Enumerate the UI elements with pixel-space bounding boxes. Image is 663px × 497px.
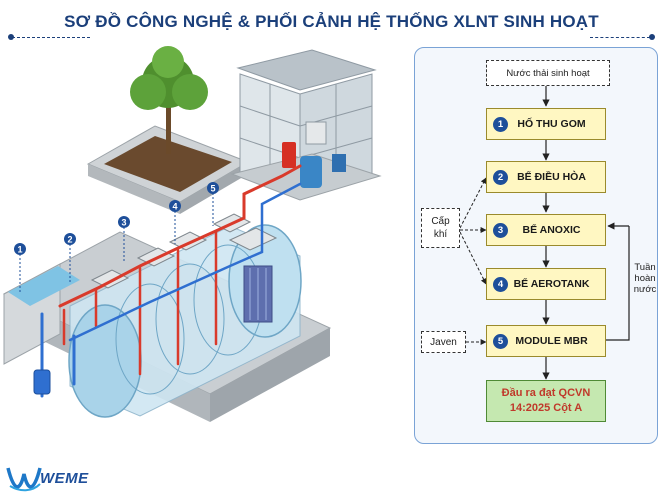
recirc-line-1: Tuần bbox=[634, 262, 656, 273]
air-line-1: Cấp bbox=[431, 216, 450, 227]
equipment-house bbox=[230, 49, 382, 201]
marker-label: 4 bbox=[172, 202, 177, 212]
output-line-2: 14:2025 Cột A bbox=[509, 402, 583, 414]
marker-4: 4 bbox=[169, 200, 181, 244]
step-number: 1 bbox=[493, 116, 508, 132]
weme-logo bbox=[6, 467, 42, 492]
marker-label: 1 bbox=[17, 245, 22, 255]
tree-planter bbox=[86, 46, 250, 214]
system-illustration: 1 2 3 4 5 bbox=[2, 46, 382, 422]
step-equalization-tank: 2 BỂ ĐIỀU HÒA bbox=[486, 161, 606, 193]
step-aerotank: 4 BỂ AEROTANK bbox=[486, 268, 606, 300]
marker-1: 1 bbox=[14, 243, 26, 294]
output-standard-box: Đầu ra đạt QCVN 14:2025 Cột A bbox=[486, 380, 606, 422]
header: SƠ ĐỒ CÔNG NGHỆ & PHỐI CẢNH HỆ THỐNG XLN… bbox=[0, 0, 663, 44]
marker-label: 3 bbox=[121, 218, 126, 228]
output-line-1: Đầu ra đạt QCVN bbox=[501, 387, 591, 399]
page-title: SƠ ĐỒ CÔNG NGHỆ & PHỐI CẢNH HỆ THỐNG XLN… bbox=[64, 12, 599, 31]
step-number: 5 bbox=[493, 333, 508, 349]
marker-5: 5 bbox=[207, 182, 219, 226]
title-dot-right bbox=[649, 34, 655, 40]
pipe-network bbox=[33, 164, 302, 398]
step-label: HỐ THU GOM bbox=[517, 118, 586, 130]
step-mbr-module: 5 MODULE MBR bbox=[486, 325, 606, 357]
marker-3: 3 bbox=[118, 216, 130, 262]
recirc-line-3: nước bbox=[633, 284, 657, 295]
step-label: BỂ AEROTANK bbox=[513, 278, 590, 290]
recirculation-label: Tuần hoàn nước bbox=[630, 262, 660, 295]
javen-dosing-box: Javen bbox=[421, 331, 466, 353]
title-rule-right bbox=[590, 37, 650, 38]
marker-2: 2 bbox=[64, 233, 76, 284]
step-number: 2 bbox=[493, 169, 508, 185]
source-box: Nước thải sinh hoạt bbox=[486, 60, 610, 86]
step-label: BỂ ĐIỀU HÒA bbox=[517, 171, 586, 183]
treatment-tank bbox=[68, 224, 302, 418]
recirc-line-2: hoàn bbox=[634, 273, 656, 284]
air-line-2: khí bbox=[433, 229, 448, 240]
step-label: BỂ ANOXIC bbox=[522, 224, 581, 236]
air-supply-box: Cấp khí bbox=[421, 208, 460, 248]
title-rule-left bbox=[12, 37, 90, 38]
title-dot-left bbox=[8, 34, 14, 40]
marker-label: 2 bbox=[67, 235, 72, 245]
step-collection-pit: 1 HỐ THU GOM bbox=[486, 108, 606, 140]
step-number: 4 bbox=[493, 276, 508, 292]
step-anoxic-tank: 3 BỂ ANOXIC bbox=[486, 214, 606, 246]
marker-label: 5 bbox=[210, 184, 215, 194]
step-label: MODULE MBR bbox=[515, 335, 588, 347]
brand-name: WEME bbox=[40, 470, 89, 487]
step-number: 3 bbox=[493, 222, 508, 238]
